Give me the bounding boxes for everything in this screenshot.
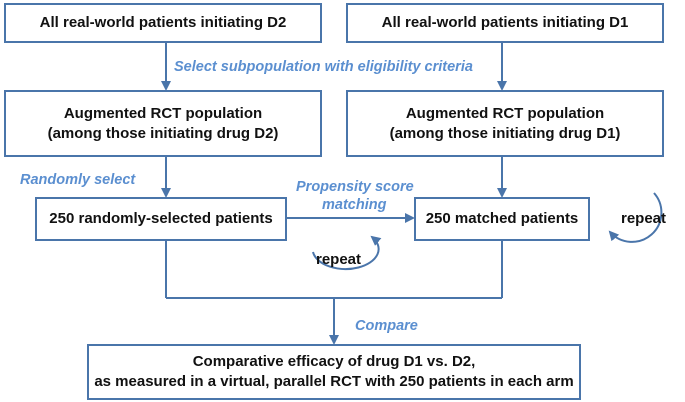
box-randomly-selected-text: 250 randomly-selected patients xyxy=(49,210,273,227)
box-matched-text: 250 matched patients xyxy=(425,210,579,227)
box-augmented-d2-line2: (among those initiating drug D2) xyxy=(47,124,279,142)
label-randomly-select: Randomly select xyxy=(20,172,136,188)
repeat-label-right: repeat xyxy=(621,210,667,227)
box-all-d2-text: All real-world patients initiating D2 xyxy=(39,14,287,31)
box-augmented-d1-line2: (among those initiating drug D1) xyxy=(389,124,621,142)
box-comparative-efficacy: Comparative efficacy of drug D1 vs. D2, … xyxy=(87,344,581,400)
box-randomly-selected: 250 randomly-selected patients xyxy=(35,197,287,241)
box-comparative-efficacy-line1: Comparative efficacy of drug D1 vs. D2, xyxy=(192,353,476,370)
box-augmented-d1: Augmented RCT population (among those in… xyxy=(346,90,664,157)
repeat-label-left: repeat xyxy=(316,251,362,268)
box-all-d1: All real-world patients initiating D1 xyxy=(346,3,664,43)
label-matching: matching xyxy=(322,197,387,213)
box-all-d2: All real-world patients initiating D2 xyxy=(4,3,322,43)
label-propensity-score: Propensity score xyxy=(296,179,414,195)
box-augmented-d2-line1: Augmented RCT population xyxy=(63,104,263,122)
box-matched: 250 matched patients xyxy=(414,197,590,241)
box-all-d1-text: All real-world patients initiating D1 xyxy=(381,14,629,31)
box-comparative-efficacy-line2: as measured in a virtual, parallel RCT w… xyxy=(94,373,574,390)
box-augmented-d2: Augmented RCT population (among those in… xyxy=(4,90,322,157)
label-compare: Compare xyxy=(355,318,418,334)
repeat-loop-left xyxy=(312,235,382,271)
label-select-subpopulation: Select subpopulation with eligibility cr… xyxy=(174,59,473,75)
box-augmented-d1-line1: Augmented RCT population xyxy=(405,104,605,122)
repeat-loop-right xyxy=(608,192,663,243)
